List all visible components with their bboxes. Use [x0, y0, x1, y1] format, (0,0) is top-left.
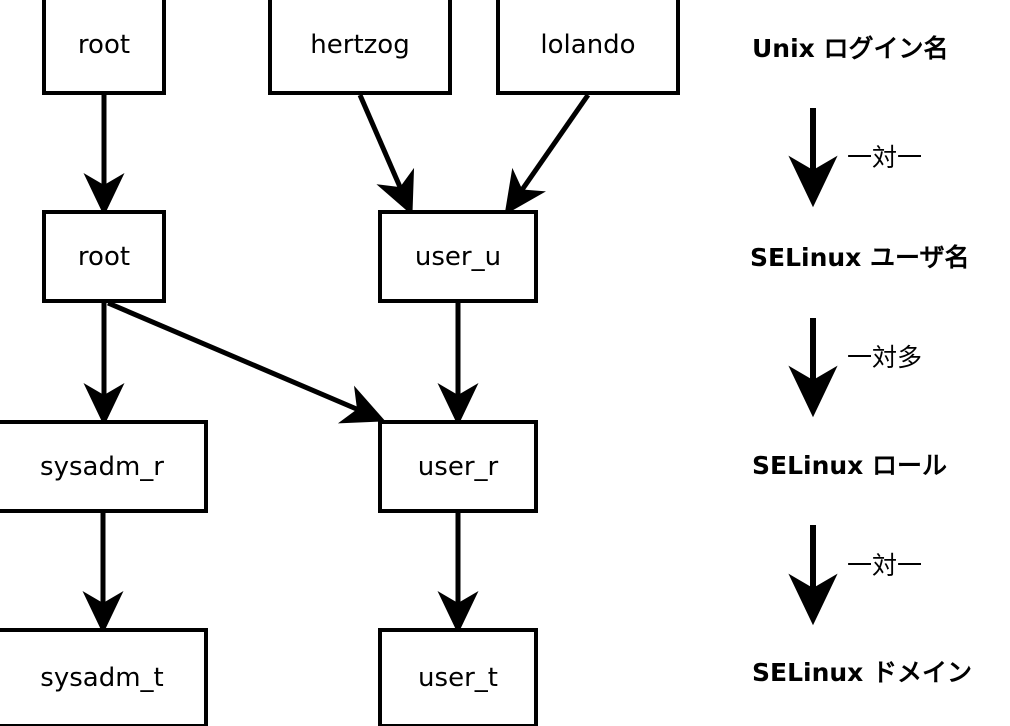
node-label: hertzog: [310, 29, 410, 60]
node-label: user_u: [414, 241, 502, 272]
node-label: sysadm_t: [40, 663, 164, 693]
legend-layer-selinux-user: SELinux ユーザ名: [750, 243, 970, 272]
legend-relation-rel-login-to-user: 一対一: [847, 143, 923, 172]
node-login-hertzog[interactable]: hertzog: [268, 0, 452, 95]
node-label: sysadm_r: [40, 451, 164, 482]
node-domain-user_t[interactable]: user_t: [378, 628, 538, 726]
node-login-lolando[interactable]: lolando: [496, 0, 680, 95]
node-role-sysadm_r[interactable]: sysadm_r: [0, 420, 208, 513]
edge-seroot-to-user_r: [107, 300, 386, 424]
legend-layer-unix-login: Unix ログイン名: [752, 34, 949, 63]
diagram-edges: [82, 93, 591, 634]
node-login-root[interactable]: root: [42, 0, 166, 95]
legend-relation-rel-role-to-domain: 一対一: [847, 551, 923, 580]
node-seuser-user_u[interactable]: user_u: [378, 210, 538, 303]
legend-layer-selinux-domain: SELinux ドメイン: [752, 658, 973, 687]
node-label: user_r: [417, 451, 499, 482]
legend-relation-rel-user-to-role: 一対多: [847, 343, 923, 372]
node-role-user_r[interactable]: user_r: [378, 420, 538, 513]
node-seuser-root[interactable]: root: [42, 210, 166, 303]
node-domain-sysadm_t[interactable]: sysadm_t: [0, 628, 208, 726]
edge-lolando-to-user_u: [504, 93, 591, 215]
node-label: lolando: [540, 29, 636, 60]
edge-hertzog-to-user_u: [357, 94, 415, 216]
node-label: root: [77, 241, 131, 272]
node-label: root: [77, 29, 131, 60]
legend-layer-selinux-role: SELinux ロール: [752, 451, 948, 480]
node-label: user_t: [418, 663, 498, 693]
